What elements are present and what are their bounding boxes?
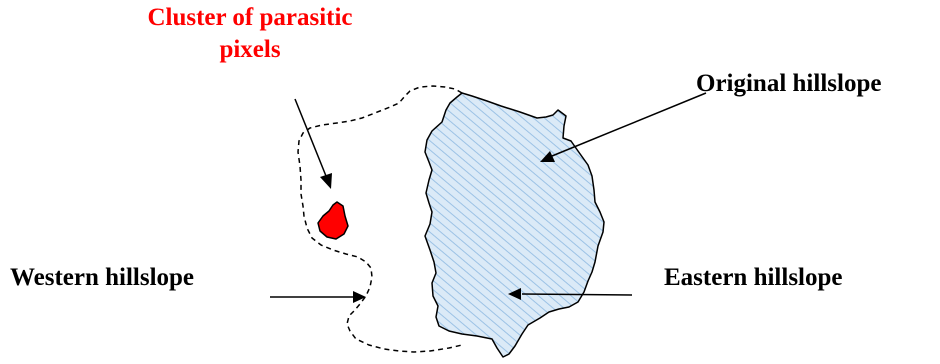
parasitic-pixels-cluster	[318, 202, 348, 239]
cluster-label-line1: Cluster of parasitic	[100, 2, 400, 34]
cluster-label-line2: pixels	[100, 34, 400, 66]
western-hillslope-arrow	[270, 291, 366, 303]
cluster-label: Cluster of parasitic pixels	[100, 2, 400, 66]
eastern-hillslope-region	[425, 93, 604, 357]
cluster-arrow	[295, 99, 332, 189]
original-hillslope-label: Original hillslope	[696, 68, 881, 100]
eastern-hillslope-label: Eastern hillslope	[664, 262, 843, 294]
western-hillslope-label: Western hillslope	[10, 262, 194, 294]
